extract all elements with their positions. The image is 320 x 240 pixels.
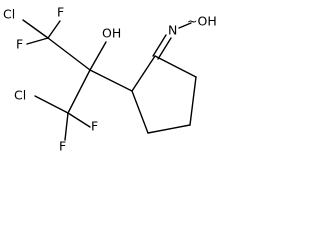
bond-c2-c3	[67, 69, 91, 114]
bond-ring-5	[131, 90, 149, 134]
bond-c3-cl-bottom	[34, 95, 69, 114]
bond-c-n-double-a	[152, 34, 167, 57]
chemical-structure-diagram: Cl F F OH N ~OH Cl F F	[3, 5, 217, 154]
bond-c1-c2	[47, 37, 91, 71]
bonds	[22, 19, 197, 141]
bond-c2-ring	[89, 69, 133, 92]
atom-f-bottom-left: F	[59, 139, 66, 154]
atom-oh: OH	[102, 26, 121, 41]
atom-f-top-right: F	[57, 5, 64, 20]
atom-cl-top: Cl	[3, 7, 15, 22]
bond-c2-oh	[89, 41, 107, 71]
bond-c3-f-bottom-right	[67, 112, 91, 128]
bond-c1-cl-top	[22, 19, 49, 39]
bond-c-n-double-b	[157, 37, 172, 60]
bond-ring-3	[189, 76, 197, 126]
bond-n-o	[178, 22, 192, 29]
bond-c3-f-bottom-left	[64, 112, 69, 141]
bond-c1-f-top-left	[26, 37, 49, 45]
atom-cl-bottom: Cl	[14, 88, 26, 103]
atom-f-top-left: F	[16, 37, 23, 52]
bond-ring-1	[131, 55, 156, 92]
bond-ring-4	[147, 124, 191, 134]
atom-n: N	[168, 23, 177, 38]
bond-c1-f-top-right	[47, 20, 61, 39]
atom-labels: Cl F F OH N ~OH Cl F F	[3, 5, 217, 154]
bond-ring-2	[154, 55, 197, 78]
atom-n-oh: ~OH	[187, 14, 217, 29]
atom-f-bottom-right: F	[91, 119, 98, 134]
